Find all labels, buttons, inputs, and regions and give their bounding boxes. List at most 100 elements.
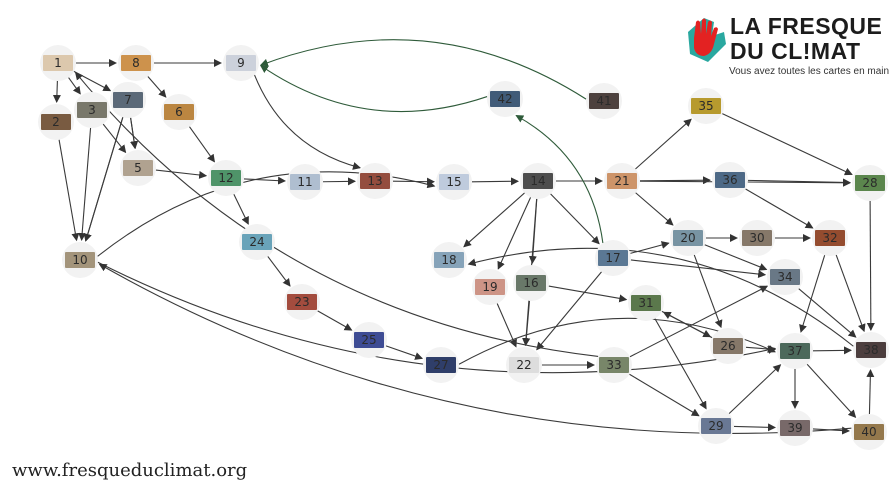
card-node-25[interactable]: 25: [351, 322, 387, 358]
card-node-11[interactable]: 11: [287, 164, 323, 200]
edge-n4-n10: [83, 117, 124, 242]
card-thumbnail: [242, 234, 272, 250]
card-node-9[interactable]: 9: [223, 45, 259, 81]
curved-edge-n41-n9: [259, 39, 587, 100]
card-node-3[interactable]: 3: [74, 92, 110, 128]
edge-n34-n38: [798, 288, 857, 338]
card-thumbnail: [121, 55, 151, 71]
card-node-1[interactable]: 1: [40, 45, 76, 81]
card-number: 2: [52, 115, 60, 129]
card-number: 17: [605, 251, 620, 265]
edge-n32-n37: [799, 255, 826, 333]
card-number: 11: [297, 175, 312, 189]
card-node-31[interactable]: 31: [628, 285, 664, 321]
card-number: 33: [606, 358, 621, 372]
edge-n32-n38: [835, 254, 866, 333]
card-node-15[interactable]: 15: [436, 164, 472, 200]
card-thumbnail: [855, 175, 885, 191]
edge-n12-n24: [233, 193, 249, 225]
card-node-6[interactable]: 6: [161, 94, 197, 130]
card-thumbnail: [360, 173, 390, 189]
card-node-28[interactable]: 28: [852, 165, 888, 201]
card-thumbnail: [287, 294, 317, 310]
card-node-21[interactable]: 21: [604, 163, 640, 199]
edge-n14-n19: [497, 197, 532, 270]
curved-edge-n40-n10: [98, 263, 852, 434]
card-number: 5: [134, 161, 142, 175]
card-node-16[interactable]: 16: [513, 265, 549, 301]
card-number: 9: [237, 56, 245, 70]
card-node-2[interactable]: 2: [38, 104, 74, 140]
edge-n7-n5: [130, 117, 139, 150]
edge-n15-n14: [471, 177, 520, 186]
edge-n35-n28: [722, 113, 853, 176]
card-number: 22: [516, 358, 531, 372]
card-node-19[interactable]: 19: [472, 269, 508, 305]
card-thumbnail: [211, 170, 241, 186]
card-number: 32: [822, 231, 837, 245]
card-number: 37: [787, 344, 802, 358]
card-thumbnail: [599, 357, 629, 373]
edge-n3-n5: [102, 123, 127, 154]
edge-n12-n11: [243, 176, 287, 185]
card-node-5[interactable]: 5: [120, 150, 156, 186]
card-thumbnail: [113, 92, 143, 108]
card-node-32[interactable]: 32: [812, 220, 848, 256]
card-node-42[interactable]: 42: [487, 81, 523, 117]
card-number: 30: [749, 231, 764, 245]
card-node-41[interactable]: 41: [586, 83, 622, 119]
card-node-40[interactable]: 40: [851, 414, 887, 450]
card-thumbnail: [701, 418, 731, 434]
card-thumbnail: [742, 230, 772, 246]
card-thumbnail: [780, 420, 810, 436]
card-node-8[interactable]: 8: [118, 45, 154, 81]
card-node-34[interactable]: 34: [767, 259, 803, 295]
edge-n1-n3: [68, 77, 81, 95]
card-thumbnail: [41, 114, 71, 130]
card-number: 34: [777, 270, 792, 284]
card-node-36[interactable]: 36: [712, 162, 748, 198]
card-node-26[interactable]: 26: [710, 328, 746, 364]
card-number: 23: [294, 295, 309, 309]
card-node-30[interactable]: 30: [739, 220, 775, 256]
curved-edge-n33-n1: [74, 71, 599, 357]
card-node-23[interactable]: 23: [284, 284, 320, 320]
edge-n36-n32: [745, 188, 814, 229]
card-number: 19: [482, 280, 497, 294]
card-node-29[interactable]: 29: [698, 408, 734, 444]
card-node-14[interactable]: 14: [520, 163, 556, 199]
card-number: 6: [175, 105, 183, 119]
card-thumbnail: [354, 332, 384, 348]
card-node-22[interactable]: 22: [506, 347, 542, 383]
card-node-12[interactable]: 12: [208, 160, 244, 196]
card-node-38[interactable]: 38: [853, 332, 889, 368]
card-node-10[interactable]: 10: [62, 242, 98, 278]
card-node-13[interactable]: 13: [357, 163, 393, 199]
card-node-20[interactable]: 20: [670, 220, 706, 256]
card-node-17[interactable]: 17: [595, 240, 631, 276]
edge-layer: [52, 39, 875, 435]
website-url[interactable]: www.fresqueduclimat.org: [12, 460, 248, 481]
edge-n21-n20: [635, 192, 674, 226]
card-number: 15: [446, 175, 461, 189]
card-thumbnail: [631, 295, 661, 311]
card-number: 38: [863, 343, 878, 357]
card-node-27[interactable]: 27: [423, 347, 459, 383]
card-node-35[interactable]: 35: [688, 88, 724, 124]
card-number: 26: [720, 339, 735, 353]
card-thumbnail: [65, 252, 95, 268]
card-node-37[interactable]: 37: [777, 333, 813, 369]
card-number: 8: [132, 56, 140, 70]
card-node-7[interactable]: 7: [110, 82, 146, 118]
card-thumbnail: [475, 279, 505, 295]
logo-title-line1: LA FRESQUE: [730, 13, 883, 39]
card-node-24[interactable]: 24: [239, 224, 275, 260]
edge-n25-n27: [385, 345, 424, 360]
edge-n16-n22: [522, 300, 531, 347]
card-node-33[interactable]: 33: [596, 347, 632, 383]
logo-hand-icon: [688, 18, 726, 62]
card-node-18[interactable]: 18: [431, 242, 467, 278]
card-number: 36: [722, 173, 737, 187]
card-node-39[interactable]: 39: [777, 410, 813, 446]
